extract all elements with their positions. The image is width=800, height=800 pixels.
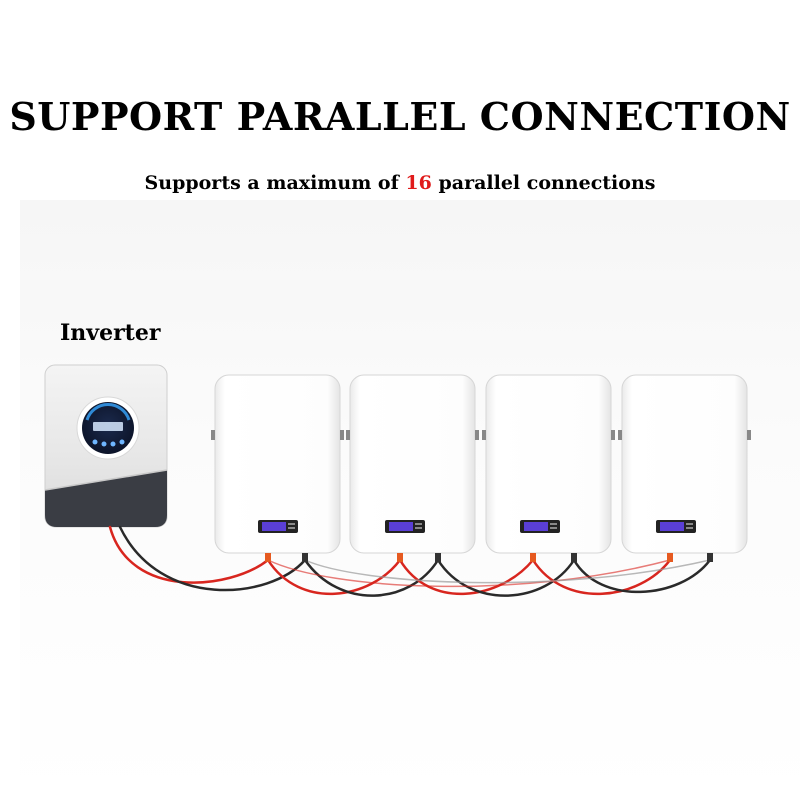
subtitle-text-end: parallel connections	[431, 172, 656, 194]
subtitle-highlight-count: 16	[405, 172, 432, 194]
subtitle: Supports a maximum of 16 parallel connec…	[0, 172, 800, 194]
battery-icon	[211, 374, 344, 562]
inverter-label: Inverter	[60, 320, 161, 346]
battery-icon	[482, 374, 615, 562]
inverter-icon	[44, 364, 168, 528]
page-title: SUPPORT PARALLEL CONNECTION	[9, 94, 791, 139]
cable-icon	[108, 525, 712, 597]
battery-icon	[618, 374, 751, 562]
battery-icon	[346, 374, 479, 562]
subtitle-text-start: Supports a maximum of	[144, 172, 406, 194]
